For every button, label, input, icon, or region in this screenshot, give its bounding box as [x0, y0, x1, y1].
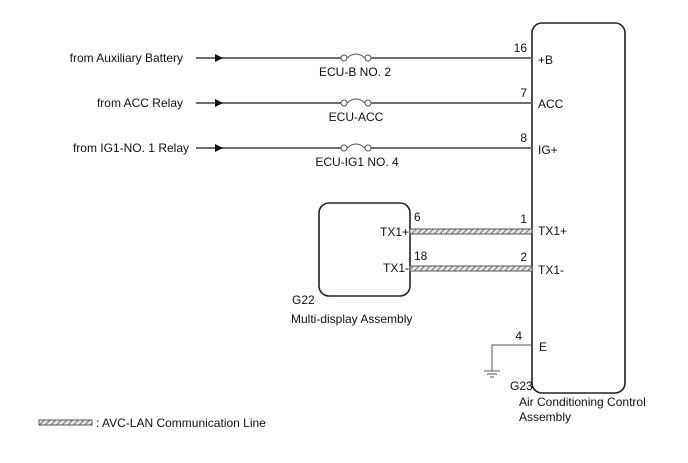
arrow-icon [215, 144, 223, 152]
arrow-icon [215, 54, 223, 62]
source-label: from Auxiliary Battery [70, 51, 183, 65]
terminal-label: ACC [538, 97, 564, 111]
terminal-label: TX1- [383, 261, 409, 275]
input-row-acc-relay: from ACC Relay ECU-ACC 7 ACC [97, 86, 564, 124]
pin-number: 4 [515, 329, 522, 343]
legend-swatch [38, 419, 93, 426]
terminal-label: +B [538, 53, 553, 67]
input-row-auxiliary-battery: from Auxiliary Battery ECU-B NO. 2 16 +B [70, 41, 553, 79]
terminal-label: E [539, 340, 547, 354]
legend-label: : AVC-LAN Communication Line [96, 416, 266, 430]
ac-control-assembly-box [531, 22, 626, 394]
fuse-label: ECU-ACC [329, 110, 384, 124]
ground-wire [491, 344, 532, 371]
source-label: from IG1-NO. 1 Relay [73, 141, 189, 155]
arrow-icon [215, 99, 223, 107]
source-label: from ACC Relay [97, 96, 183, 110]
terminal-label: TX1+ [538, 224, 567, 238]
pin-number: 16 [514, 41, 528, 55]
pin-number: 6 [414, 210, 421, 224]
terminal-label: TX1- [538, 263, 564, 277]
component-name: Multi-display Assembly [291, 312, 412, 326]
component-name-line2: Assembly [519, 410, 571, 424]
component-code: G23 [510, 379, 533, 393]
fuse-icon [340, 98, 372, 107]
terminal-label: IG+ [538, 143, 558, 157]
pin-number: 8 [520, 131, 527, 145]
input-row-ig1-relay: from IG1-NO. 1 Relay ECU-IG1 NO. 4 8 IG+ [73, 131, 558, 169]
multi-display-box [318, 202, 411, 297]
component-code: G22 [292, 293, 315, 307]
avc-lan-line-tx1-minus [409, 265, 533, 272]
fuse-label: ECU-IG1 NO. 4 [315, 155, 399, 169]
ground-connection: 4 E [484, 329, 547, 378]
legend: : AVC-LAN Communication Line [38, 416, 266, 430]
ground-icon [484, 370, 500, 378]
component-name-line1: Air Conditioning Control [519, 395, 646, 409]
fuse-icon [340, 53, 372, 62]
fuse-label: ECU-B NO. 2 [319, 65, 391, 79]
pin-number: 7 [520, 86, 527, 100]
pin-number: 18 [414, 249, 428, 263]
terminal-label: TX1+ [380, 225, 409, 239]
pin-number: 1 [520, 212, 527, 226]
multi-display-assembly: TX1+ 6 TX1- 18 G22 Multi-display Assembl… [291, 202, 428, 326]
avc-lan-line-tx1-plus [409, 228, 533, 235]
pin-number: 2 [520, 250, 527, 264]
fuse-icon [340, 143, 372, 152]
